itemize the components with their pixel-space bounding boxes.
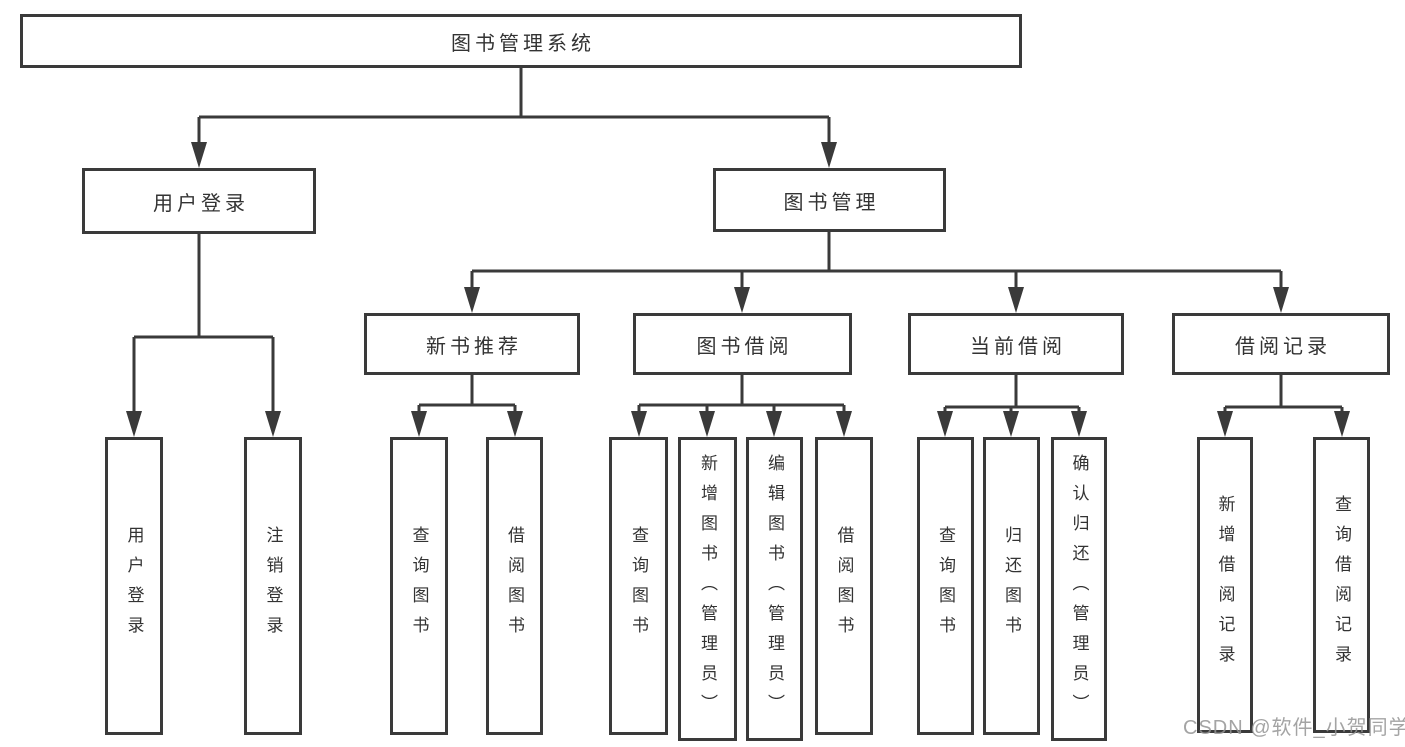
node-new-book-recommendation: 新书推荐 (364, 313, 580, 375)
leaf-borrow-query-books: 查询图书 (609, 437, 668, 735)
node-current-borrowing: 当前借阅 (908, 313, 1124, 375)
node-book-management: 图书管理 (713, 168, 946, 232)
leaf-add-books-admin: 新增图书（管理员） (678, 437, 737, 741)
leaf-add-borrow-record: 新增借阅记录 (1197, 437, 1253, 733)
leaf-return-books: 归还图书 (983, 437, 1040, 735)
leaf-confirm-return-admin: 确认归还（管理员） (1051, 437, 1107, 741)
leaf-newbook-borrow-books: 借阅图书 (486, 437, 543, 735)
node-book-borrowing: 图书借阅 (633, 313, 852, 375)
leaf-borrow-books: 借阅图书 (815, 437, 873, 735)
leaf-query-borrow-record: 查询借阅记录 (1313, 437, 1370, 733)
node-library-management-system: 图书管理系统 (20, 14, 1022, 68)
leaf-logout: 注销登录 (244, 437, 302, 735)
arrowhead-icons (126, 142, 1350, 437)
watermark-text: CSDN @软件_小贺同学 (1183, 717, 1405, 739)
leaf-newbook-query-books: 查询图书 (390, 437, 448, 735)
leaf-user-login: 用户登录 (105, 437, 163, 735)
node-user-login: 用户登录 (82, 168, 316, 234)
leaf-current-query-books: 查询图书 (917, 437, 974, 735)
leaf-edit-books-admin: 编辑图书（管理员） (746, 437, 803, 741)
node-borrowing-records: 借阅记录 (1172, 313, 1390, 375)
